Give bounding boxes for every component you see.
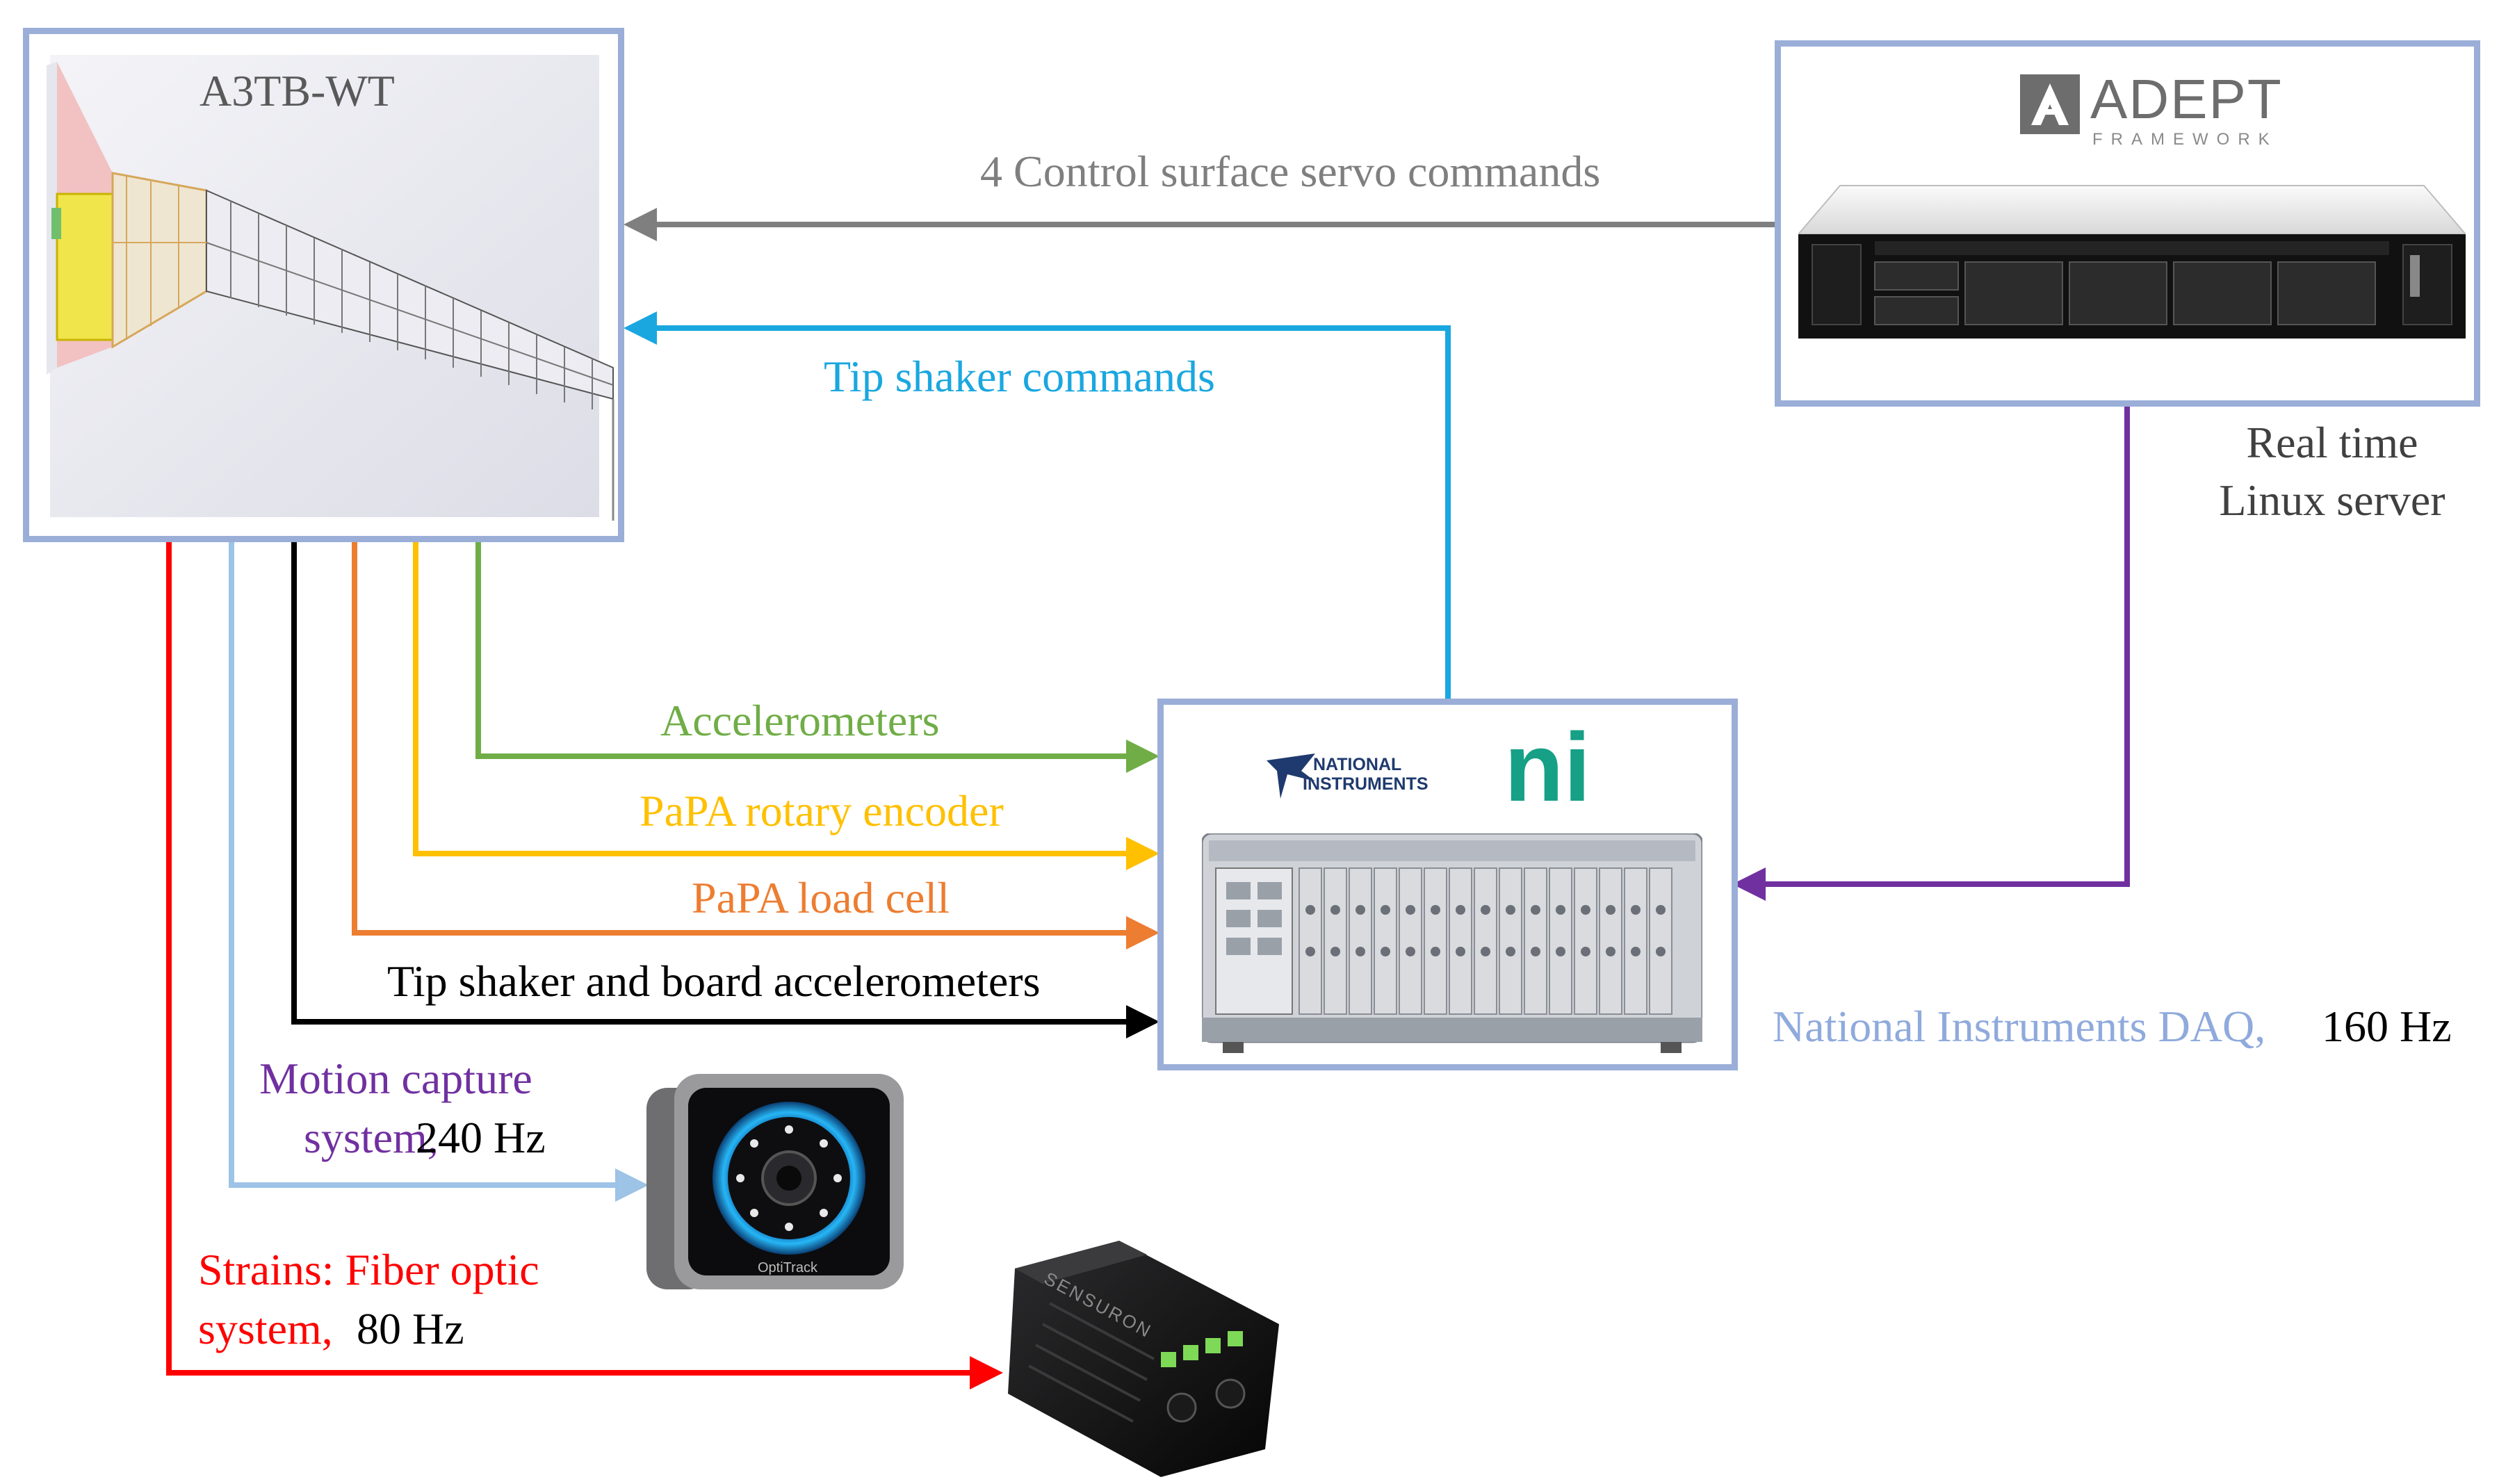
ni-mark-logo: ni [1504,712,1591,822]
mocap-label-line2-name: system, [304,1113,439,1162]
adept-logo-subtext: FRAMEWORK [2092,130,2278,149]
daq-box: NATIONAL INSTRUMENTS ni [1157,699,1738,1070]
fiber-label-line2-rate: 80 Hz [357,1304,464,1353]
tip-shaker-arrow [624,311,1451,703]
fiber-label-line1: Strains: Fiber optic [198,1245,539,1294]
wing-title: A3TB-WT [200,66,395,115]
tip-shaker-label: Tip shaker commands [824,352,1215,401]
servo-label: 4 Control surface servo commands [980,147,1601,196]
rotary-encoder-label: PaPA rotary encoder [640,786,1004,835]
mocap-arrow [229,542,649,1202]
linux-daq-arrow [1732,407,2130,901]
pxi-chassis-image [1202,833,1702,1053]
tip-board-arrow [291,542,1159,1038]
daq-caption-rate: 160 Hz [2322,1002,2452,1051]
fiber-arrow [166,542,1003,1389]
mocap-label-line2-rate: 240 Hz [416,1113,546,1162]
mocap-label-line1: Motion capture [259,1054,532,1103]
wing-model-image [47,55,614,521]
adept-logo-text: ADEPT [2090,68,2283,130]
daq-caption-name: National Instruments DAQ, [1773,1002,2266,1051]
adept-box: ADEPT FRAMEWORK [1775,40,2480,407]
rotary-encoder-arrow [413,542,1159,870]
adept-logo-icon [2020,74,2080,134]
tip-board-label: Tip shaker and board accelerometers [387,956,1041,1006]
linux-server-image [1798,185,2466,339]
ni-logo-line2: INSTRUMENTS [1303,774,1428,794]
ni-eagle-icon [1267,753,1315,799]
fiber-label-line2-name: system, [198,1304,333,1353]
load-cell-label: PaPA load cell [692,873,950,922]
wing-box: A3TB-WT [23,28,624,542]
load-cell-arrow [352,542,1159,949]
mocap-camera-image: OptiTrack [646,1074,904,1289]
linux-caption-line1: Real time [2246,418,2418,467]
fiber-optic-device-image: SENSURON [1008,1241,1279,1477]
linux-caption-line2: Linux server [2219,475,2445,525]
ni-logo-line1: NATIONAL [1313,755,1402,774]
accelerometers-arrow [475,542,1159,773]
accelerometers-label: Accelerometers [660,696,940,745]
mocap-brand: OptiTrack [758,1260,818,1275]
